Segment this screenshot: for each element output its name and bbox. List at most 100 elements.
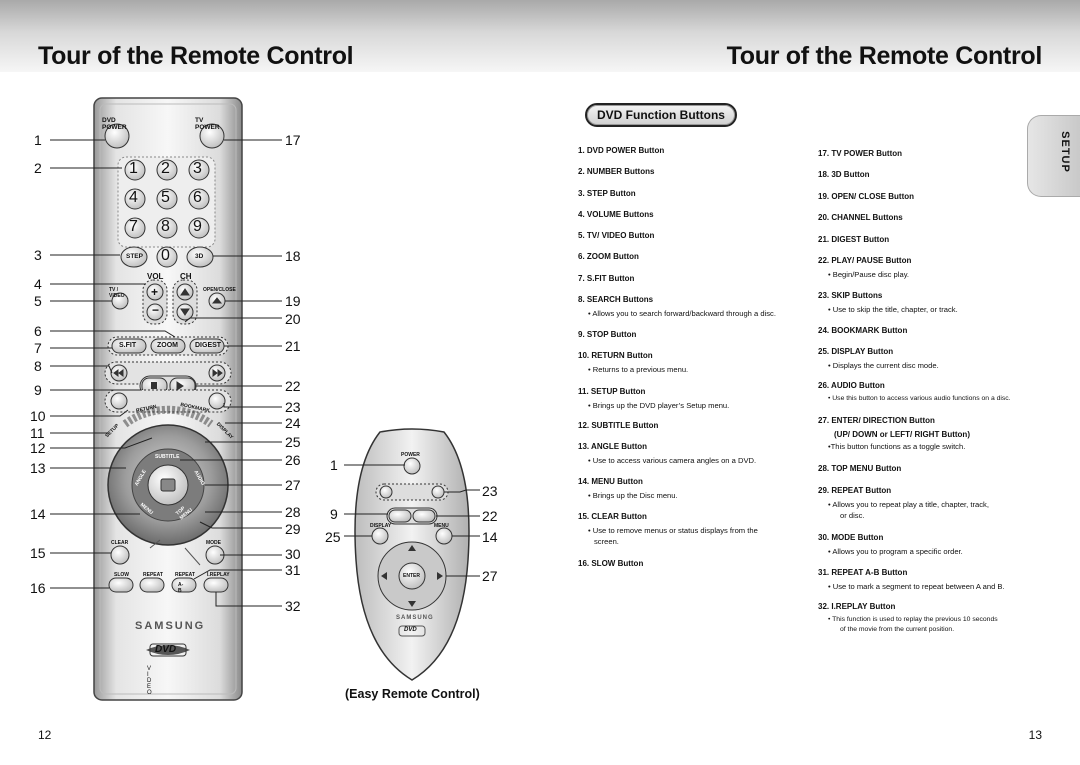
function-title: 4. VOLUME Buttons [578, 210, 654, 219]
function-title: 25. DISPLAY Button [818, 347, 894, 356]
number-2[interactable]: 2 [161, 160, 170, 177]
function-title: 18. 3D Button [818, 170, 870, 179]
function-item: 22. PLAY/ PAUSE Button• Begin/Pause disc… [818, 257, 911, 279]
function-desc: • Brings up the Disc menu. [588, 491, 678, 500]
function-desc-cont: or disc. [840, 510, 865, 520]
function-title: 1. DVD POWER Button [578, 146, 665, 155]
page-number-left: 12 [38, 728, 52, 742]
easy-callout-25: 25 [325, 529, 341, 545]
easy-remote-caption: (Easy Remote Control) [345, 687, 480, 701]
callout-20: 20 [285, 311, 301, 327]
function-item: 7. S.FIT Button [578, 275, 634, 283]
setup-side-tab[interactable]: SETUP [1027, 115, 1080, 197]
function-item: 9. STOP Button [578, 331, 636, 339]
callout-lines-left [50, 139, 176, 589]
number-6[interactable]: 6 [193, 189, 202, 206]
easy-callout-9: 9 [330, 506, 338, 522]
function-desc: • Use to mark a segment to repeat betwee… [828, 582, 1005, 591]
number-1[interactable]: 1 [129, 160, 138, 177]
number-8[interactable]: 8 [161, 218, 170, 235]
callout-lines-right [180, 139, 282, 607]
easy-remote-caption-text: Easy Remote Control [349, 687, 476, 701]
tv-power-label: TV POWER [195, 117, 220, 131]
function-title: 5. TV/ VIDEO Button [578, 231, 655, 240]
samsung-brand: SAMSUNG [135, 620, 206, 632]
function-title: 6. ZOOM Button [578, 252, 639, 261]
function-title: 9. STOP Button [578, 330, 637, 339]
function-item: 17. TV POWER Button [818, 150, 902, 158]
function-title: 32. I.REPLAY Button [818, 602, 896, 611]
function-title: 27. ENTER/ DIRECTION Button [818, 416, 935, 425]
callout-19: 19 [285, 293, 301, 309]
function-title: 17. TV POWER Button [818, 149, 902, 158]
function-desc: • This function is used to replay the pr… [828, 616, 998, 623]
dvd-logo-text: DVD [155, 644, 177, 655]
vol-plus-glyph[interactable]: + [151, 285, 159, 299]
digest-label[interactable]: DIGEST [195, 342, 222, 349]
function-item: 30. MODE Button• Allows you to program a… [818, 534, 963, 556]
easy-enter-label[interactable]: ENTER [403, 573, 420, 579]
open-close-label: OPEN/CLOSE [203, 287, 236, 293]
dvd-power-button [104, 123, 130, 149]
subtitle-label: SUBTITLE [155, 454, 180, 460]
mode-label: MODE [206, 540, 221, 546]
slow-label: SLOW [114, 572, 129, 578]
function-title: 21. DIGEST Button [818, 235, 890, 244]
callout-25: 25 [285, 434, 301, 450]
function-title: 15. CLEAR Button [578, 512, 647, 521]
easy-remote [354, 428, 470, 681]
3d-label[interactable]: 3D [195, 253, 204, 260]
function-item: 21. DIGEST Button [818, 236, 889, 244]
function-title: 23. SKIP Buttons [818, 291, 883, 300]
step-label[interactable]: STEP [126, 253, 143, 260]
ch-label: CH [180, 272, 192, 281]
function-desc: • Use this button to access various audi… [828, 395, 1011, 402]
easy-callout-14: 14 [482, 529, 498, 545]
function-item: 13. ANGLE Button• Use to access various … [578, 443, 756, 465]
function-title: 13. ANGLE Button [578, 442, 648, 451]
number-7[interactable]: 7 [129, 218, 138, 235]
function-desc-cont: of the movie from the current position. [840, 625, 955, 633]
function-desc: • Allows you to repeat play a title, cha… [828, 500, 989, 509]
function-item: 11. SETUP Button• Brings up the DVD play… [578, 388, 729, 410]
sfit-zoom-digest-row [107, 336, 229, 356]
function-title: 7. S.FIT Button [578, 274, 635, 283]
vol-minus-glyph[interactable]: − [152, 303, 160, 317]
tv-video-label: TV / VIDEO [109, 287, 125, 299]
function-title: 3. STEP Button [578, 189, 636, 198]
zoom-label[interactable]: ZOOM [157, 342, 178, 349]
easy-callout-27: 27 [482, 568, 498, 584]
function-item: 20. CHANNEL Buttons [818, 214, 903, 222]
number-4[interactable]: 4 [129, 189, 138, 206]
callout-14: 14 [30, 506, 46, 522]
callout-23: 23 [285, 399, 301, 415]
number-0[interactable]: 0 [161, 247, 170, 264]
function-desc: • Use to skip the title, chapter, or tra… [828, 305, 958, 314]
function-item: 18. 3D Button [818, 171, 870, 179]
number-pad [117, 156, 216, 268]
number-5[interactable]: 5 [161, 189, 170, 206]
number-3[interactable]: 3 [193, 160, 202, 177]
callout-18: 18 [285, 248, 301, 264]
callout-3: 3 [34, 247, 42, 263]
function-title: 28. TOP MENU Button [818, 464, 902, 473]
clear-label: CLEAR [111, 540, 129, 546]
callout-26: 26 [285, 452, 301, 468]
sfit-label[interactable]: S.FIT [119, 342, 137, 349]
callout-2: 2 [34, 160, 42, 176]
function-item: 19. OPEN/ CLOSE Button [818, 193, 914, 201]
easy-callout-1: 1 [330, 457, 338, 473]
number-9[interactable]: 9 [193, 218, 202, 235]
function-title: 16. SLOW Button [578, 559, 644, 568]
callout-30: 30 [285, 546, 301, 562]
easy-display-label: DISPLAY [370, 523, 392, 529]
function-item: 32. I.REPLAY Button • This function is us… [818, 603, 998, 634]
easy-callout-lines [344, 464, 480, 577]
easy-power-label: POWER [401, 452, 420, 458]
callout-24: 24 [285, 415, 301, 431]
easy-dvd-logo: DVD [404, 627, 417, 633]
function-desc: • Use to remove menus or status displays… [588, 526, 758, 535]
function-desc: • Returns to a previous menu. [588, 365, 689, 374]
function-item: 3. STEP Button [578, 190, 636, 198]
ab-label: A-B [178, 582, 184, 594]
